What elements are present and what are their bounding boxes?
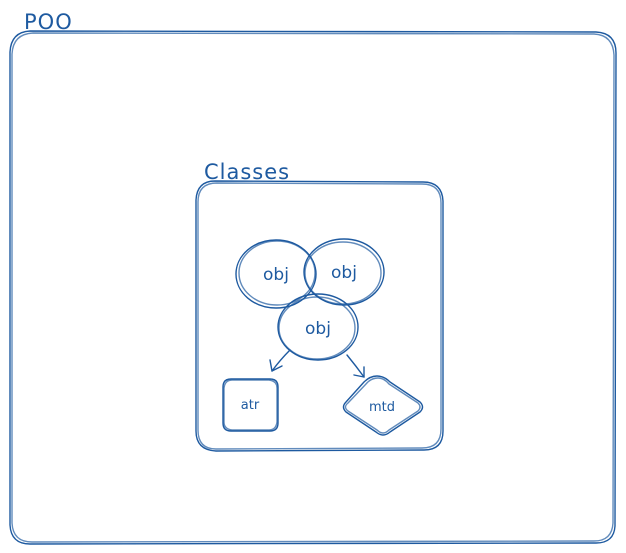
object-circle-3 <box>277 293 359 361</box>
object-circle-1 <box>235 239 317 309</box>
poo-title: POO <box>24 10 73 34</box>
method-label: mtd <box>369 400 395 415</box>
object-label-1: obj <box>263 265 289 285</box>
arrow-to-attribute <box>269 349 291 372</box>
arrow-to-method <box>346 354 365 378</box>
object-circle-2 <box>303 238 385 306</box>
method-diamond <box>342 375 424 436</box>
classes-title: Classes <box>204 160 290 184</box>
attribute-label: atr <box>241 398 260 413</box>
object-label-3: obj <box>305 319 331 339</box>
object-label-2: obj <box>331 263 357 283</box>
poo-container <box>9 30 617 545</box>
attribute-box <box>222 378 279 432</box>
classes-container <box>195 180 444 452</box>
